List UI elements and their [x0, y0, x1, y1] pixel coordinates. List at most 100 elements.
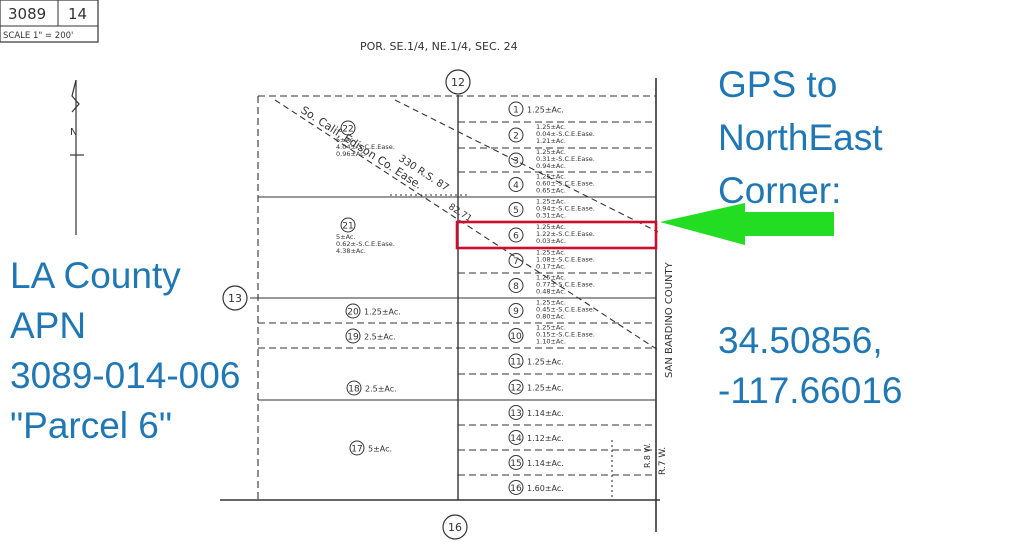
parcel-area-line: 0.31±Ac.	[536, 212, 566, 220]
parcel-8: 81.25±Ac.0.77±-S.C.E.Ease.0.48±Ac.	[508, 274, 595, 296]
parcel-number: 2	[513, 132, 519, 142]
parcel-area-line: 0.04±-S.C.E.Ease.	[536, 130, 595, 138]
green-arrow-icon	[660, 203, 834, 245]
parcel-area-line: 1.25±Ac.	[536, 173, 566, 181]
parcel-area-line: 0.65±Ac.	[536, 187, 566, 195]
gps-annotation: GPS to NorthEast Corner:	[718, 58, 883, 217]
apn-annotation-line-4: "Parcel 6"	[10, 405, 173, 446]
parcel-area-line: 0.60±-S.C.E.Ease.	[536, 180, 595, 188]
parcel-number: 20	[347, 308, 359, 318]
north-arrow-icon: N	[70, 79, 84, 235]
parcel-number: 17	[351, 445, 362, 455]
parcel-area-line: 0.77±-S.C.E.Ease.	[536, 281, 595, 289]
parcel-number: 3	[513, 157, 519, 167]
section-circle-top: 12	[445, 69, 471, 95]
parcel-area-line: 0.96±Ac.	[336, 150, 366, 158]
gps-annotation-line-3: Corner:	[718, 170, 842, 211]
parcel-9: 91.25±Ac.0.45±-S.C.E.Ease.0.80±Ac.	[508, 299, 595, 321]
parcel-11: 11 1.25±Ac.	[508, 353, 564, 369]
parcel-area-line: 0.31±-S.C.E.Ease.	[536, 155, 595, 163]
parcel-13: 13 1.14±Ac.	[508, 405, 564, 420]
parcel-22: 225±Ac.4.04±-S.C.E.Ease.0.96±Ac.	[336, 120, 395, 158]
parcel-number: 11	[510, 358, 521, 368]
gps-annotation-line-2: NorthEast	[718, 117, 883, 158]
parcel-area-line: 1.25±Ac.	[536, 223, 566, 231]
parcel-area: 5±Ac.	[368, 445, 392, 454]
apn-annotation-line-1: LA County	[10, 255, 181, 296]
parcel-area: 1.14±Ac.	[527, 459, 564, 468]
parcel-area: 1.12±Ac.	[527, 434, 564, 443]
parcel-area-line: 1.25±Ac.	[536, 274, 566, 282]
parcel-area-line: 0.15±-S.C.E.Ease.	[536, 331, 595, 339]
map-scale: SCALE 1" = 200'	[3, 31, 73, 41]
parcel-area: 1.25±Ac.	[527, 358, 564, 367]
county-line-label: SAN BARDINO COUNTY	[664, 261, 675, 378]
parcel-area-line: 1.08±-S.C.E.Ease.	[536, 256, 595, 264]
map-book-number: 3089	[8, 5, 46, 23]
parcel-area-line: 1.25±Ac.	[536, 299, 566, 307]
parcel-number: 5	[513, 206, 519, 216]
parcel-area-line: 0.62±-S.C.E.Ease.	[336, 240, 395, 248]
parcel-1: 1 1.25±Ac.	[508, 101, 564, 117]
parcel-16: 16 1.60±Ac.	[508, 480, 564, 495]
longitude-value: -117.66016	[718, 370, 903, 411]
parcel-2: 2 1.25±Ac.0.04±-S.C.E.Ease.1.21±Ac.	[508, 123, 595, 145]
parcel-4: 41.25±Ac.0.60±-S.C.E.Ease.0.65±Ac.	[508, 173, 595, 195]
parcel-area: 1.60±Ac.	[527, 484, 564, 493]
latitude-value: 34.50856,	[718, 320, 883, 361]
parcel-10: 101.25±Ac.0.15±-S.C.E.Ease.1.10±Ac.	[508, 324, 595, 346]
parcel-area-line: 4.04±-S.C.E.Ease.	[336, 143, 395, 151]
parcel-area-line: 1.25±Ac.	[536, 324, 566, 332]
gps-annotation-line-1: GPS to	[718, 64, 838, 105]
parcel-number: 18	[348, 385, 360, 395]
parcel-area: 1.25±Ac.	[527, 384, 564, 393]
parcel-number: 13	[510, 409, 521, 419]
parcel-number: 9	[513, 307, 519, 317]
section-circle-left: 13	[222, 285, 248, 311]
section-circle-bottom: 16	[442, 514, 468, 540]
map-title: POR. SE.1/4, NE.1/4, SEC. 24	[360, 40, 518, 53]
rbw-label: R.8 W.	[643, 443, 652, 468]
parcel-area-line: 1.25±Ac.	[536, 249, 566, 257]
parcel-area-line: 1.25±Ac.	[536, 123, 566, 131]
parcel-number: 14	[510, 434, 522, 444]
parcel-number: 1	[513, 106, 519, 116]
parcel-21: 215±Ac.0.62±-S.C.E.Ease.4.38±Ac.	[336, 217, 395, 255]
svg-text:12: 12	[451, 76, 465, 89]
parcel-area-line: 0.48±Ac.	[536, 288, 566, 296]
parcel-6-highlight-box	[455, 220, 658, 250]
parcel-number: 19	[347, 333, 359, 343]
parcel-area-line: 5±Ac.	[336, 136, 356, 144]
parcel-7: 71.25±Ac.1.08±-S.C.E.Ease.0.17±Ac.	[508, 249, 595, 271]
parcel-number: 22	[342, 125, 353, 135]
parcel-number: 16	[510, 484, 522, 494]
parcel-area-line: 1.21±Ac.	[536, 137, 566, 145]
svg-text:16: 16	[448, 521, 462, 534]
parcel-area-line: 5±Ac.	[336, 233, 356, 241]
parcel-area: 1.25±Ac.	[527, 106, 564, 115]
parcel-6: 61.25±Ac.1.22±-S.C.E.Ease.0.03±Ac.	[508, 223, 595, 245]
parcel-area-line: 0.03±Ac.	[536, 237, 566, 245]
parcel-3: 31.25±Ac.0.31±-S.C.E.Ease.0.94±Ac.	[508, 148, 595, 170]
parcel-area: 1.14±Ac.	[527, 409, 564, 418]
parcel-area-line: 1.22±-S.C.E.Ease.	[536, 230, 595, 238]
parcel-area-line: 0.17±Ac.	[536, 263, 566, 271]
apn-annotation-line-2: APN	[10, 305, 87, 346]
apn-annotation-line-3: 3089-014-006	[10, 355, 241, 396]
parcel-area-line: 1.25±Ac.	[536, 198, 566, 206]
parcel-area-line: 0.80±Ac.	[536, 313, 566, 321]
parcel-area-line: 0.94±Ac.	[536, 162, 566, 170]
parcel-number: 10	[510, 332, 522, 342]
parcel-number: 15	[510, 459, 521, 469]
parcel-14: 14 1.12±Ac.	[508, 430, 564, 445]
apn-annotation: LA County APN 3089-014-006 "Parcel 6"	[10, 251, 240, 451]
map-header-box: 3089 14 SCALE 1" = 200'	[0, 0, 99, 43]
coordinates-annotation: 34.50856, -117.66016	[718, 316, 902, 416]
parcel-area-line: 0.94±-S.C.E.Ease.	[536, 205, 595, 213]
parcel-5: 5 1.25±Ac.0.94±-S.C.E.Ease.0.31±Ac.	[508, 198, 595, 220]
parcel-number: 21	[342, 222, 353, 232]
